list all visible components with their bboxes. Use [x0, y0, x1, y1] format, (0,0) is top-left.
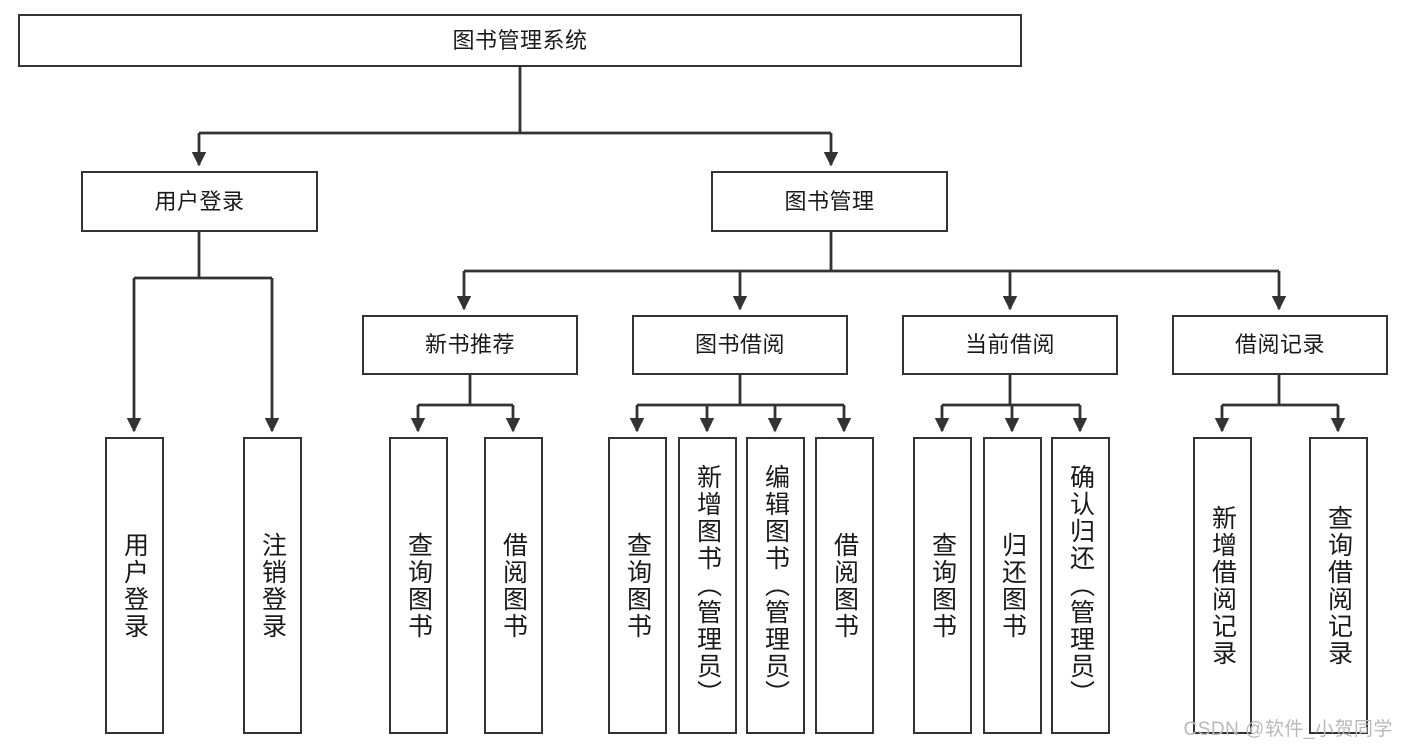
node-leaf-add-book-admin-label: 新增图书（管理员） [693, 464, 722, 707]
node-leaf-user-login-label: 用户登录 [120, 531, 149, 640]
node-leaf-query-book-new-label: 查询图书 [404, 531, 433, 640]
node-leaf-logout-label: 注销登录 [258, 531, 287, 640]
node-current-borrow[interactable]: 当前借阅 [902, 315, 1118, 375]
node-leaf-query-book-current[interactable]: 查询图书 [913, 437, 972, 734]
node-leaf-add-borrow-record[interactable]: 新增借阅记录 [1193, 437, 1252, 734]
node-root-book-management-system[interactable]: 图书管理系统 [18, 14, 1022, 67]
node-new-book-recommend-label: 新书推荐 [424, 332, 515, 358]
node-book-borrow-label: 图书借阅 [694, 332, 785, 358]
node-leaf-query-borrow-record[interactable]: 查询借阅记录 [1309, 437, 1368, 734]
node-leaf-lend-book[interactable]: 借阅图书 [815, 437, 874, 734]
node-leaf-query-book-new[interactable]: 查询图书 [389, 437, 448, 734]
node-leaf-borrow-book-new-label: 借阅图书 [499, 531, 528, 640]
node-leaf-lend-book-label: 借阅图书 [830, 531, 859, 640]
node-book-management-label: 图书管理 [784, 188, 875, 214]
node-leaf-return-book[interactable]: 归还图书 [983, 437, 1042, 734]
node-book-borrow[interactable]: 图书借阅 [632, 315, 848, 375]
node-leaf-logout[interactable]: 注销登录 [243, 437, 302, 734]
node-user-login-label: 用户登录 [154, 188, 245, 214]
node-new-book-recommend[interactable]: 新书推荐 [362, 315, 578, 375]
node-leaf-query-borrow-record-label: 查询借阅记录 [1324, 504, 1353, 667]
node-leaf-confirm-return-admin-label: 确认归还（管理员） [1066, 464, 1095, 707]
node-current-borrow-label: 当前借阅 [964, 332, 1055, 358]
node-book-management[interactable]: 图书管理 [711, 171, 948, 232]
node-leaf-query-book-current-label: 查询图书 [928, 531, 957, 640]
node-root-label: 图书管理系统 [452, 27, 588, 53]
node-leaf-edit-book-admin-label: 编辑图书（管理员） [761, 464, 790, 707]
node-leaf-user-login[interactable]: 用户登录 [105, 437, 164, 734]
node-leaf-query-book-borrow-label: 查询图书 [623, 531, 652, 640]
node-user-login[interactable]: 用户登录 [81, 171, 318, 232]
node-borrow-record[interactable]: 借阅记录 [1172, 315, 1388, 375]
node-leaf-edit-book-admin[interactable]: 编辑图书（管理员） [746, 437, 805, 734]
node-leaf-add-book-admin[interactable]: 新增图书（管理员） [678, 437, 737, 734]
node-borrow-record-label: 借阅记录 [1234, 332, 1325, 358]
node-leaf-add-borrow-record-label: 新增借阅记录 [1208, 504, 1237, 667]
node-leaf-borrow-book-new[interactable]: 借阅图书 [484, 437, 543, 734]
node-leaf-return-book-label: 归还图书 [998, 531, 1027, 640]
node-leaf-query-book-borrow[interactable]: 查询图书 [608, 437, 667, 734]
node-leaf-confirm-return-admin[interactable]: 确认归还（管理员） [1051, 437, 1110, 734]
